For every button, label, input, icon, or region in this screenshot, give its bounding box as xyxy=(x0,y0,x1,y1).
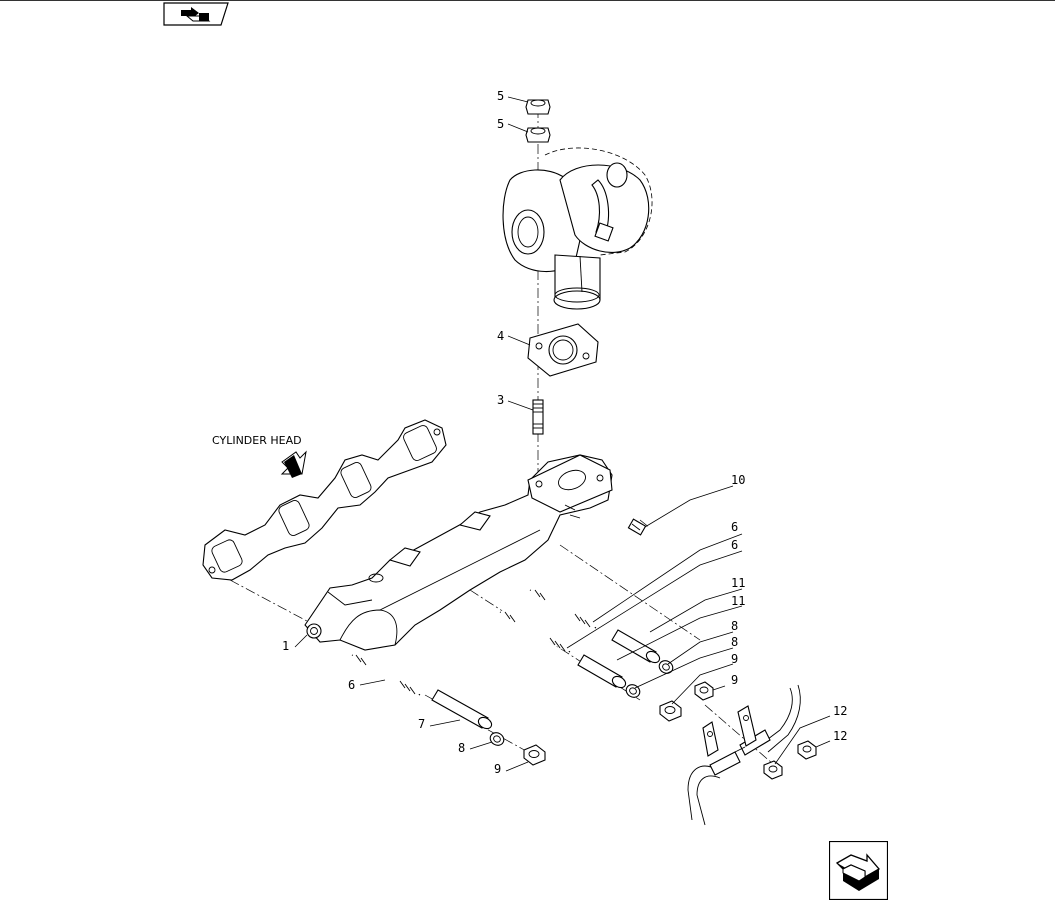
callout-11-upper: 11 xyxy=(731,576,745,590)
callout-8-upper: 8 xyxy=(731,619,738,633)
callout-1: 1 xyxy=(282,639,289,653)
stud-3 xyxy=(532,399,544,435)
spacer-11-upper xyxy=(611,629,661,664)
top-border-line xyxy=(0,0,1055,1)
callout-8-lower: 8 xyxy=(458,741,465,755)
washer-8-lower xyxy=(489,732,505,746)
callout-9-lower: 9 xyxy=(494,762,501,776)
exhaust-manifold-1 xyxy=(304,454,613,651)
callout-12-lower: 12 xyxy=(833,729,847,743)
callout-3: 3 xyxy=(497,393,504,407)
callout-10: 10 xyxy=(731,473,745,487)
previous-page-icon xyxy=(181,7,211,22)
spacer-11-lower xyxy=(577,654,627,689)
next-page-button[interactable] xyxy=(829,841,888,900)
nut-9-lower xyxy=(523,744,546,766)
callout-9-upper: 9 xyxy=(731,652,738,666)
callout-6-upper: 6 xyxy=(731,520,738,534)
callout-11-lower: 11 xyxy=(731,594,745,608)
nut-9-middle xyxy=(659,700,682,722)
washer-8-middle xyxy=(625,684,641,698)
pipe-assembly xyxy=(687,684,801,826)
callout-6-lower: 6 xyxy=(348,678,355,692)
stud-6-upper xyxy=(529,588,597,629)
nut-5-lower xyxy=(525,127,551,143)
nut-9-upper xyxy=(694,681,714,701)
callout-8-middle: 8 xyxy=(731,635,738,649)
gasket-4 xyxy=(527,323,599,377)
cylinder-head-arrow-icon xyxy=(280,450,307,478)
leader-lines xyxy=(294,96,831,772)
callout-6-middle: 6 xyxy=(731,538,738,552)
stud-6-middle xyxy=(499,610,571,653)
nut-12-upper xyxy=(763,760,783,780)
turbocharger xyxy=(502,147,653,310)
spacer-7 xyxy=(431,689,493,730)
callout-4: 4 xyxy=(497,329,504,343)
callout-9-middle: 9 xyxy=(731,673,738,687)
stud-6-lower xyxy=(351,653,421,696)
cylinder-head-label: CYLINDER HEAD xyxy=(212,434,302,447)
exhaust-manifold-gasket xyxy=(202,419,447,581)
plug-10 xyxy=(627,518,647,536)
callout-12-upper: 12 xyxy=(833,704,847,718)
next-page-icon xyxy=(835,853,881,891)
callout-7: 7 xyxy=(418,717,425,731)
previous-page-button[interactable] xyxy=(163,2,229,26)
nut-5-top xyxy=(525,99,551,115)
nut-12-lower xyxy=(797,740,817,760)
callout-5-top: 5 xyxy=(497,89,504,103)
callout-5-lower: 5 xyxy=(497,117,504,131)
